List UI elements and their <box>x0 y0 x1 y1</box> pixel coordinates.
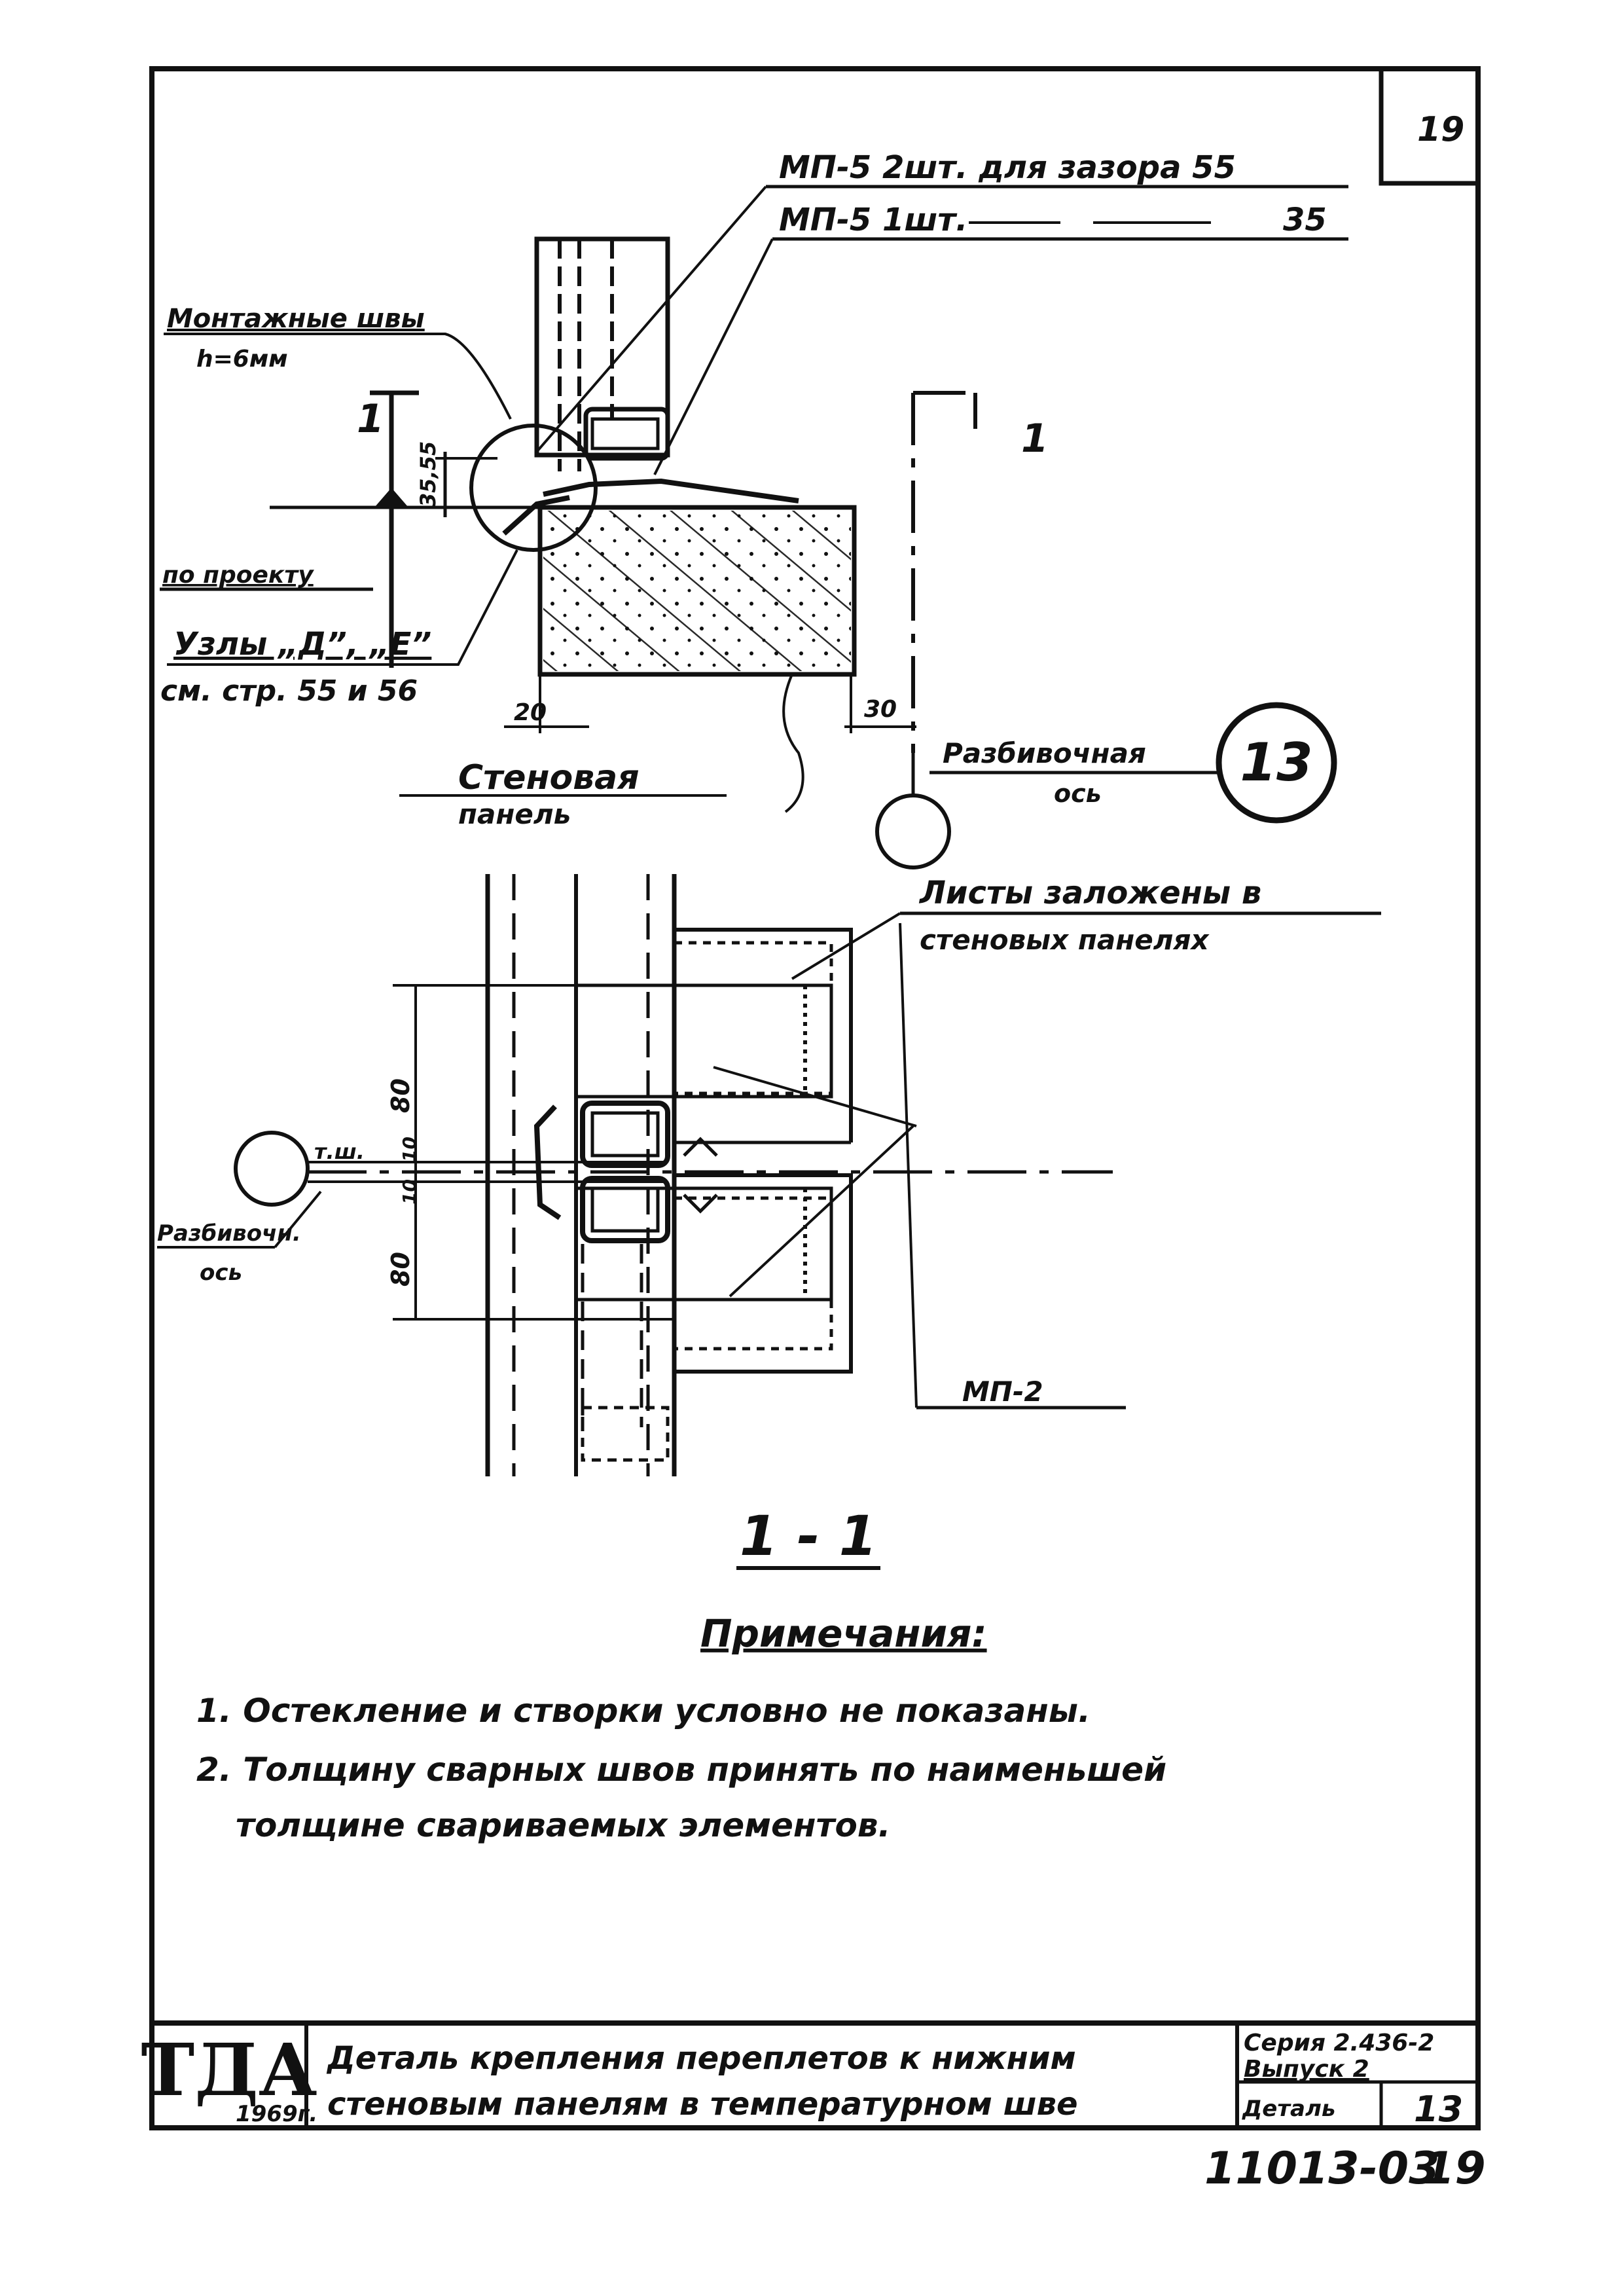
dim-30: 30 <box>864 696 897 723</box>
callout-mp5-one-value: 35 <box>1283 202 1327 238</box>
page-number: 19 <box>1417 110 1464 149</box>
issue: Выпуск 2 <box>1244 2056 1369 2083</box>
label-weld-height: h=6мм <box>196 346 288 373</box>
title-line-2: стеновым панелям в температурном шве <box>327 2086 1078 2123</box>
dim-10-b: 10 <box>399 1179 420 1205</box>
label-temp-joint: т.ш. <box>314 1139 365 1164</box>
label-axis-word-2: ось <box>200 1260 242 1286</box>
section-cut-right <box>911 391 977 753</box>
label-see-pages: см. стр. 55 и 56 <box>160 674 418 708</box>
label-mounting-welds: Монтажные швы <box>167 304 425 334</box>
callout-mp5-two: МП-5 2шт. для зазора 55 <box>779 149 1236 186</box>
axis-marker-left <box>234 1131 310 1207</box>
label-mp2: МП-2 <box>962 1376 1043 1408</box>
sheet-code-page: 19 <box>1424 2143 1486 2195</box>
dim-20: 20 <box>514 699 547 726</box>
detail-circle <box>469 424 598 552</box>
dim-80-bottom: 80 <box>386 1252 415 1286</box>
label-by-project: по проекту <box>162 562 314 589</box>
top-detail <box>160 185 1348 869</box>
note-1: 1. Остекление и створки условно не показ… <box>196 1692 1091 1730</box>
title-block <box>152 2020 1478 2128</box>
dim-80-top: 80 <box>386 1078 415 1113</box>
section-1-1 <box>157 874 1381 1570</box>
title-line-1: Деталь крепления переплетов к нижним <box>326 2040 1076 2077</box>
label-wall-panel-1: Стеновая <box>458 758 640 797</box>
page-number-box <box>1379 69 1478 186</box>
label-axis-word: ось <box>1054 779 1102 808</box>
detail-number: 13 <box>1414 2089 1463 2130</box>
callout-mp5-one: МП-5 1шт. <box>779 202 967 238</box>
note-2a: 2. Толщину сварных швов принять по наиме… <box>196 1751 1166 1789</box>
section-mark-right: 1 <box>1021 416 1049 462</box>
label-axis-short: Разбивочн. <box>157 1220 301 1247</box>
axis-marker-top <box>875 794 951 869</box>
axis-number-13: 13 <box>1240 732 1312 793</box>
dim-10: 10 <box>399 1137 420 1162</box>
sheet-frame <box>149 66 1481 2130</box>
logo-year: 1969г. <box>236 2101 317 2127</box>
label-axis: Разбивочная <box>943 737 1146 769</box>
series: Серия 2.436-2 <box>1244 2030 1434 2056</box>
label-sheets-1: Листы заложены в <box>918 875 1261 911</box>
sheet-code: 11013-03 <box>1204 2143 1439 2195</box>
detail-label: Деталь <box>1242 2096 1335 2122</box>
label-wall-panel-2: панель <box>458 798 571 830</box>
label-sheets-2: стеновых панелях <box>920 924 1210 956</box>
note-2b: толщине свариваемых элементов. <box>236 1806 890 1844</box>
section-title: 1 - 1 <box>740 1504 877 1568</box>
logo-tda: ТДА <box>141 2028 317 2112</box>
section-mark-left: 1 <box>357 396 384 442</box>
notes-heading: Примечания: <box>700 1611 987 1656</box>
label-nodes: Узлы „Д”, „Е” <box>173 626 431 663</box>
dim-35-55: 35,55 <box>416 441 441 507</box>
axis-bubble-13 <box>1216 702 1337 824</box>
